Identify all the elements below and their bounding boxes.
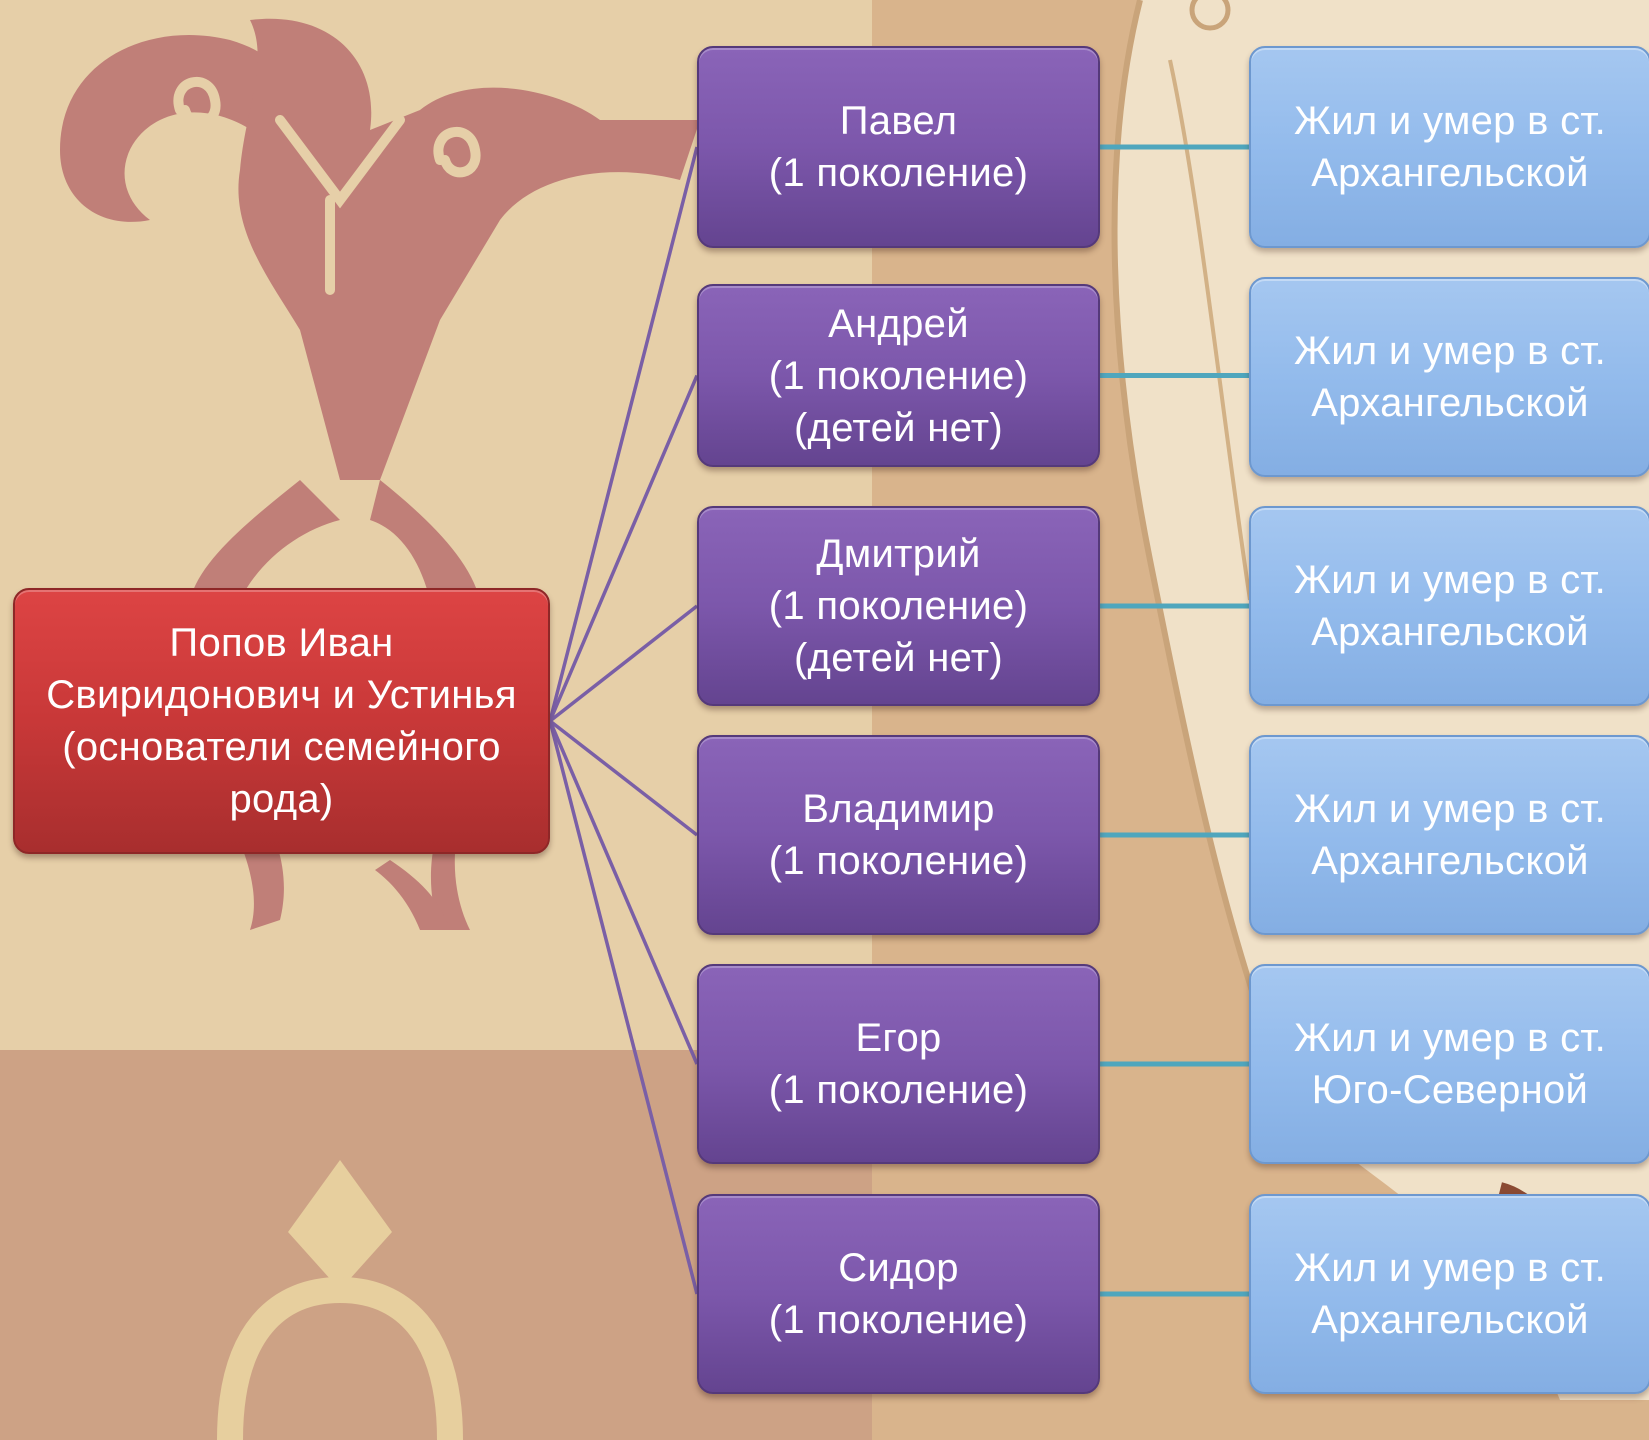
note-node-vladimir: Жил и умер в ст. Архангельской <box>1249 735 1649 935</box>
note-line: Жил и умер в ст. <box>1293 787 1606 831</box>
note-node-sidor: Жил и умер в ст. Архангельской <box>1249 1194 1649 1394</box>
child-name: Егор <box>855 1016 942 1060</box>
note-line: Жил и умер в ст. <box>1293 99 1606 143</box>
note-line: Жил и умер в ст. <box>1293 1016 1606 1060</box>
root-connector-line <box>548 604 699 723</box>
note-line: Архангельской <box>1311 610 1589 654</box>
note-line: Жил и умер в ст. <box>1293 558 1606 602</box>
ring-ornament <box>217 1160 463 1440</box>
child-generation: (1 поколение) <box>768 839 1029 883</box>
root-line: (основатели семейного <box>62 725 501 769</box>
root-line: Попов Иван <box>169 621 394 665</box>
child-node-pavel: Павел (1 поколение) <box>697 46 1100 248</box>
child-name: Андрей <box>828 301 969 346</box>
child-note: (детей нет) <box>793 636 1004 680</box>
root-line: Свиридонович и Устинья <box>46 673 517 717</box>
note-node-dmitriy: Жил и умер в ст. Архангельской <box>1249 506 1649 706</box>
root-connector-line <box>548 720 699 1065</box>
note-line: Жил и умер в ст. <box>1293 1246 1606 1290</box>
root-connector-line <box>548 374 699 722</box>
child-node-egor: Егор (1 поколение) <box>697 964 1100 1164</box>
child-node-andrey: Андрей (1 поколение) (детей нет) <box>697 284 1100 467</box>
child-note: (детей нет) <box>793 405 1004 450</box>
child-node-sidor: Сидор (1 поколение) <box>697 1194 1100 1394</box>
child-node-vladimir: Владимир (1 поколение) <box>697 735 1100 935</box>
child-generation: (1 поколение) <box>768 1068 1029 1112</box>
child-generation: (1 поколение) <box>768 584 1029 628</box>
root-connector-line <box>548 719 699 837</box>
child-name: Сидор <box>838 1246 959 1290</box>
child-generation: (1 поколение) <box>768 151 1029 195</box>
root-line: рода) <box>229 777 334 821</box>
child-name: Павел <box>839 99 958 143</box>
child-generation: (1 поколение) <box>768 353 1029 398</box>
note-line: Архангельской <box>1311 1298 1589 1342</box>
note-line: Юго-Северной <box>1311 1068 1589 1112</box>
child-name: Дмитрий <box>816 532 981 576</box>
child-generation: (1 поколение) <box>768 1298 1029 1342</box>
root-connector-line <box>548 720 699 1295</box>
note-line: Архангельской <box>1311 381 1589 425</box>
note-node-andrey: Жил и умер в ст. Архангельской <box>1249 277 1649 477</box>
child-name: Владимир <box>802 787 995 831</box>
note-line: Жил и умер в ст. <box>1293 329 1606 373</box>
note-line: Архангельской <box>1311 151 1589 195</box>
child-node-dmitriy: Дмитрий (1 поколение) (детей нет) <box>697 506 1100 706</box>
note-node-egor: Жил и умер в ст. Юго-Северной <box>1249 964 1649 1164</box>
note-line: Архангельской <box>1311 839 1589 883</box>
root-node-founders: Попов Иван Свиридонович и Устинья (основ… <box>13 588 550 854</box>
root-connector-line <box>548 146 699 722</box>
note-node-pavel: Жил и умер в ст. Архангельской <box>1249 46 1649 248</box>
